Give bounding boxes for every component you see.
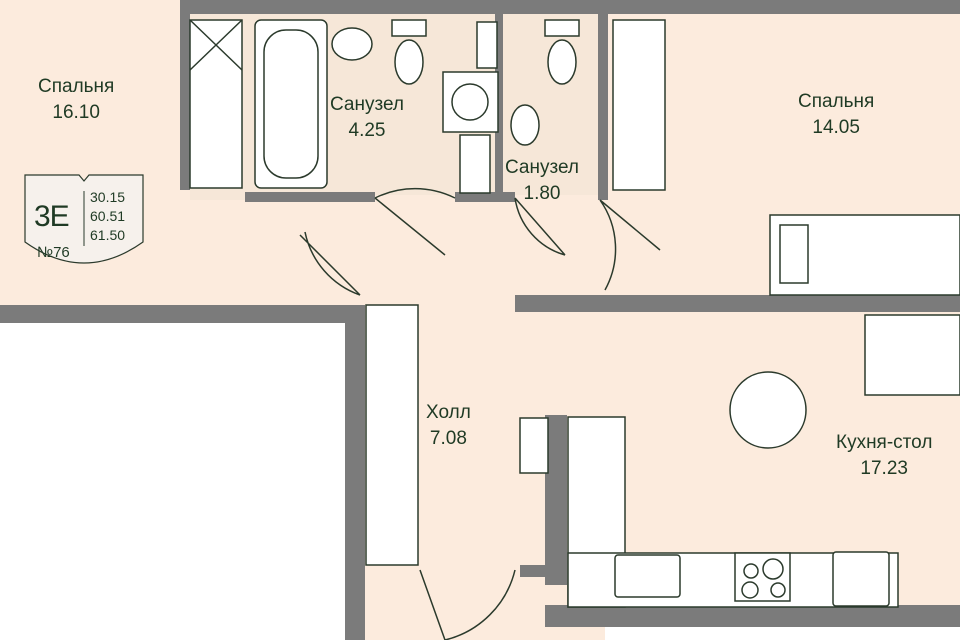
room-name: Холл (426, 402, 471, 423)
room-bathroom: Санузел 4.25 (330, 92, 404, 143)
wall-bathroom-left (180, 0, 190, 190)
wall-kitchen-bottom (545, 605, 960, 627)
door-entrance (419, 569, 516, 640)
wall-bathroom-bottom (245, 192, 375, 202)
room-area: 17.23 (860, 457, 908, 479)
area-full: 61.50 (90, 227, 126, 243)
apartment-type: 3E (34, 200, 70, 233)
wall-bath-right (598, 0, 608, 200)
shaft (476, 21, 498, 69)
shaft (519, 417, 549, 474)
wall-kitchen-left (545, 415, 567, 585)
wall-hall-left (345, 305, 365, 640)
wardrobe-right (612, 19, 666, 191)
wall-hall-bottom (520, 565, 565, 577)
toilet-icon (544, 19, 580, 37)
door-wc (514, 197, 566, 256)
room-name: Кухня-стол (836, 432, 933, 453)
wardrobe-hall (365, 304, 419, 566)
shaft (459, 134, 491, 194)
room-name: Санузел (505, 157, 580, 178)
room-name: Спальня (38, 76, 115, 97)
apartment-areas: 30.15 60.51 61.50 (90, 188, 125, 245)
door-bedroom-right (599, 199, 661, 291)
dining-table-icon (729, 371, 807, 449)
room-area: 16.10 (52, 101, 100, 123)
room-bedroom-right: Спальня 14.05 (798, 89, 874, 140)
wall-top (180, 0, 960, 14)
wall-bath-divider (495, 0, 503, 200)
room-wc: Санузел 1.80 (505, 155, 579, 206)
room-area: 14.05 (812, 116, 860, 138)
sink-icon (510, 104, 540, 146)
room-kitchen: Кухня-стол 17.23 (836, 430, 932, 481)
wall-bathroom-bottom-2 (455, 192, 515, 202)
room-name: Санузел (330, 94, 405, 115)
fridge-icon (832, 551, 890, 607)
sink-icon (331, 27, 373, 61)
door-bath (374, 187, 456, 256)
area-living: 30.15 (90, 189, 126, 205)
wardrobe-left (189, 19, 243, 189)
room-bedroom-left: Спальня 16.10 (38, 74, 114, 125)
sofa-icon (864, 314, 960, 396)
room-area: 4.25 (348, 119, 386, 141)
area-total: 60.51 (90, 208, 126, 224)
toilet-icon (391, 19, 427, 37)
door-bedroom-left (299, 231, 361, 296)
apartment-number: №76 (37, 244, 70, 261)
room-area: 7.08 (429, 427, 467, 449)
wall-bedroom-right-bottom (515, 295, 960, 312)
apartment-badge: 3E №76 30.15 60.51 61.50 (24, 174, 144, 266)
room-hall: Холл 7.08 (426, 400, 471, 451)
room-area: 1.80 (523, 182, 561, 204)
room-name: Спальня (798, 91, 875, 112)
sink-icon (614, 554, 681, 598)
wall-left-bedroom-bottom (0, 305, 365, 323)
